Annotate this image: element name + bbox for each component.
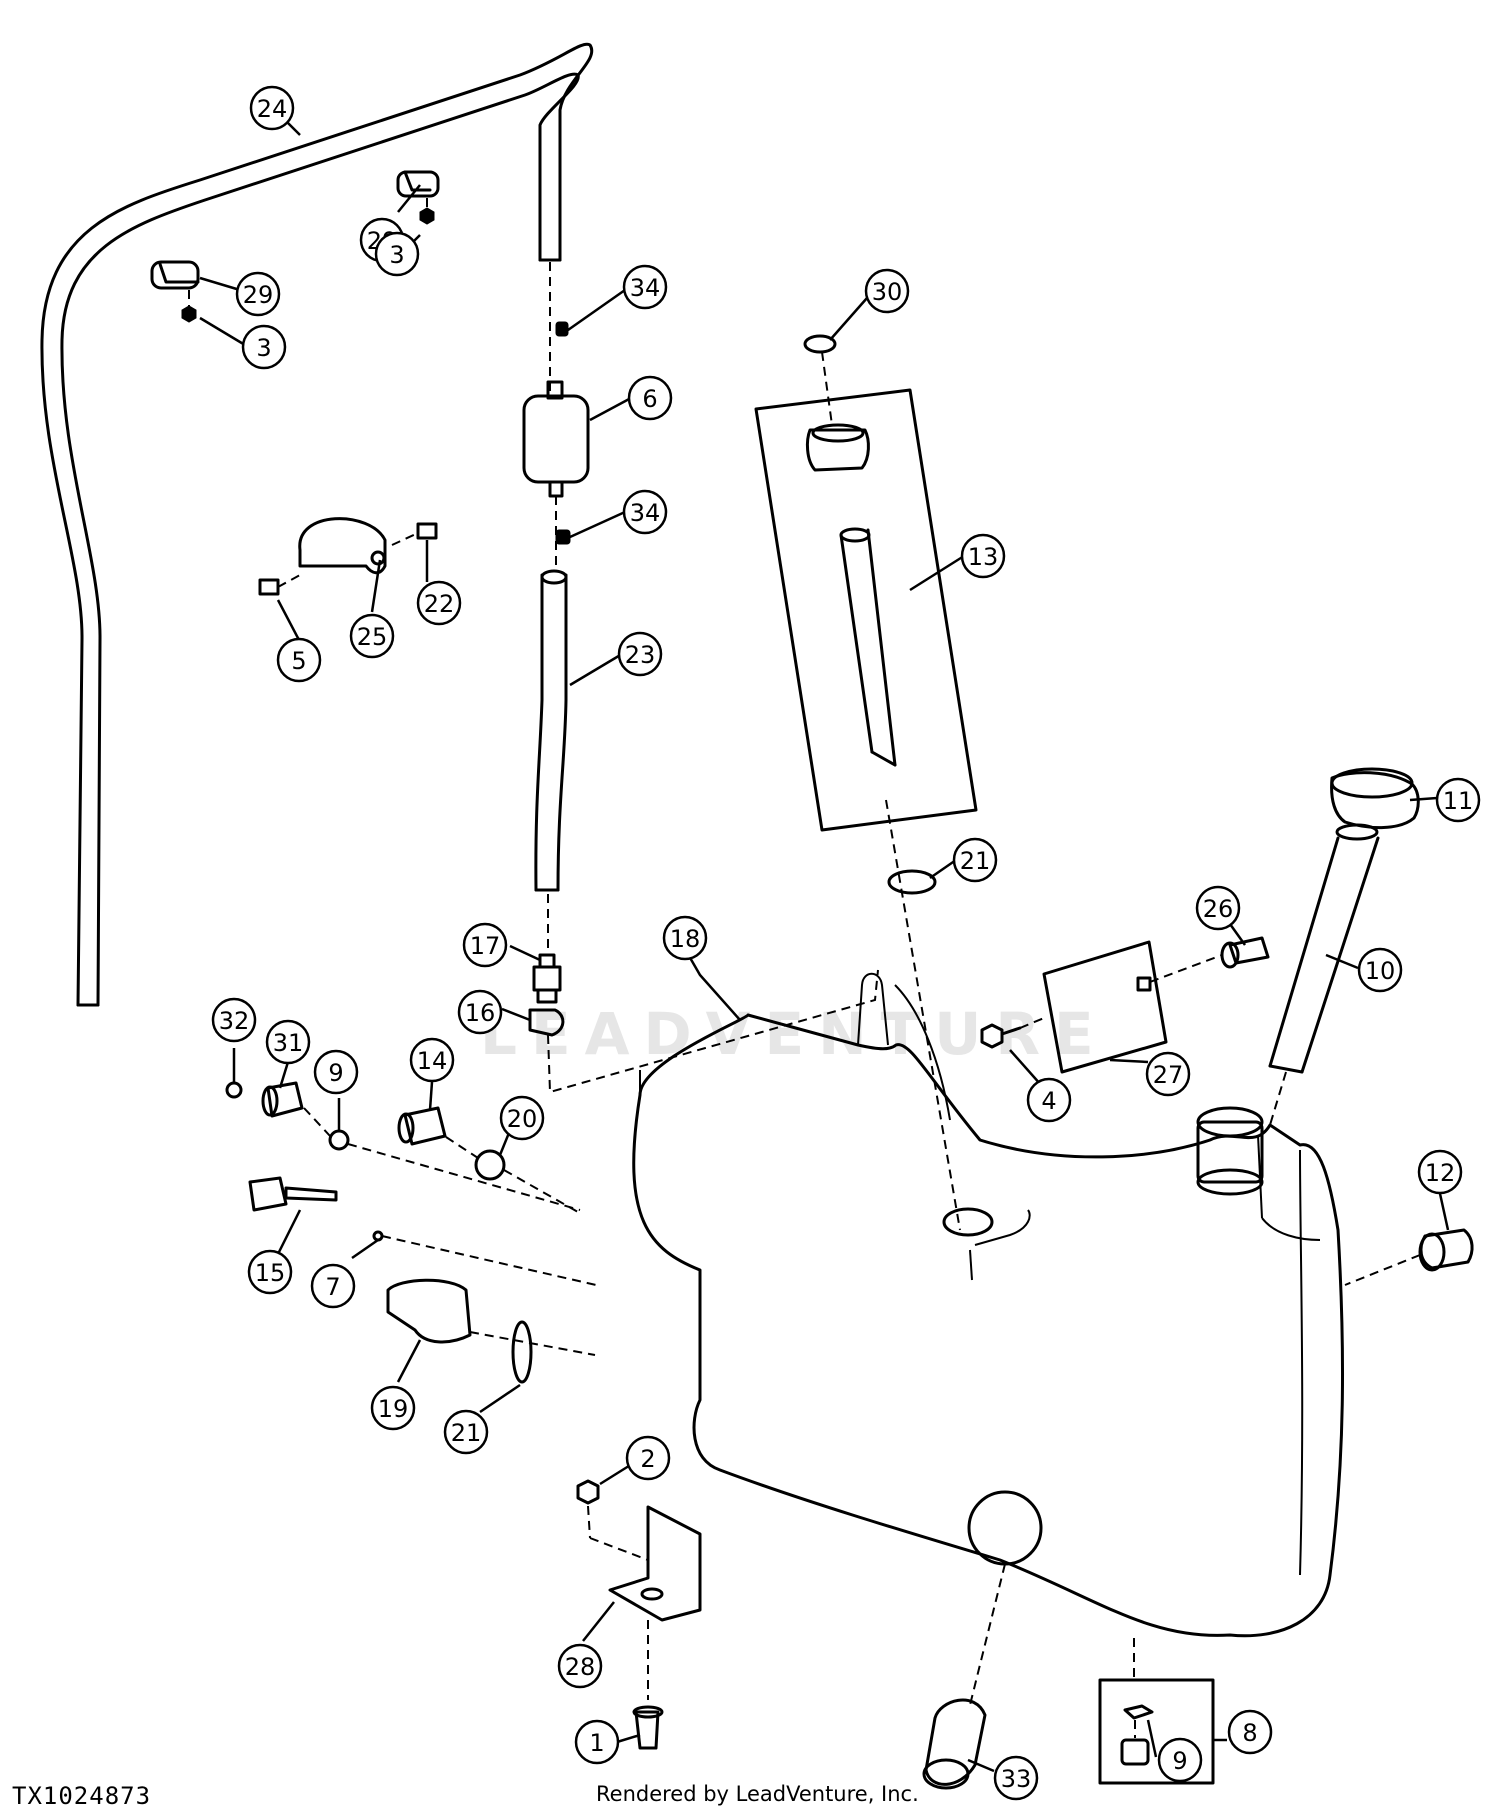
svg-text:5: 5: [291, 647, 306, 675]
svg-text:27: 27: [1153, 1061, 1184, 1089]
callout-3-upper: 3: [374, 231, 420, 277]
figure-id: TX1024873: [12, 1782, 152, 1810]
clamp-29-lower-part: [150, 260, 200, 323]
svg-text:17: 17: [470, 932, 501, 960]
fuel-tank-18-part: [632, 972, 1345, 1638]
bottom-parts: [576, 1479, 1215, 1790]
svg-text:30: 30: [872, 278, 903, 306]
svg-text:21: 21: [451, 1419, 482, 1447]
svg-text:15: 15: [255, 1259, 286, 1287]
callout-23: 23: [617, 631, 663, 677]
svg-text:18: 18: [670, 925, 701, 953]
callout-7: 7: [310, 1263, 356, 1309]
callout-14: 14: [409, 1037, 455, 1083]
callout-30: 30: [864, 268, 910, 314]
fittings-17-16: [528, 894, 565, 1037]
pickup-assembly-13-part: [754, 334, 994, 1237]
svg-text:32: 32: [219, 1007, 250, 1035]
callout-10: 10: [1357, 947, 1403, 993]
svg-text:6: 6: [642, 385, 657, 413]
svg-text:26: 26: [1203, 895, 1234, 923]
svg-text:24: 24: [257, 95, 288, 123]
svg-text:33: 33: [1001, 1765, 1032, 1793]
svg-text:10: 10: [1365, 957, 1396, 985]
svg-text:12: 12: [1425, 1159, 1456, 1187]
watermark: LEADVENTURE: [480, 1000, 1108, 1068]
callout-9-left: 9: [313, 1049, 359, 1095]
filler-group: [1268, 767, 1420, 1126]
plate-group: [980, 936, 1270, 1074]
svg-text:22: 22: [424, 590, 455, 618]
callout-3-lower: 3: [241, 324, 287, 370]
clamp-29-upper-part: [396, 170, 440, 225]
render-credit: Rendered by LeadVenture, Inc.: [596, 1782, 919, 1806]
svg-text:29: 29: [243, 281, 274, 309]
callout-5: 5: [276, 637, 322, 683]
left-fittings: [225, 1081, 597, 1384]
callout-13: 13: [960, 533, 1006, 579]
callout-9-right: 9: [1157, 1737, 1203, 1783]
svg-text:3: 3: [256, 334, 271, 362]
svg-text:23: 23: [625, 641, 656, 669]
callout-20: 20: [499, 1095, 545, 1141]
svg-text:11: 11: [1443, 787, 1474, 815]
callout-26: 26: [1195, 885, 1241, 931]
callout-29-lower: 29: [235, 271, 281, 317]
svg-text:1: 1: [589, 1729, 604, 1757]
svg-text:16: 16: [465, 999, 496, 1027]
callout-6: 6: [627, 375, 673, 421]
callout-19: 19: [370, 1385, 416, 1431]
svg-text:9: 9: [1172, 1747, 1187, 1775]
callout-18: 18: [662, 915, 708, 961]
callout-32: 32: [211, 997, 257, 1043]
callout-31: 31: [265, 1019, 311, 1065]
svg-text:9: 9: [328, 1059, 343, 1087]
callout-24: 24: [249, 85, 295, 131]
fuel-line-24-part: [40, 42, 594, 1007]
callout-8: 8: [1227, 1709, 1273, 1755]
svg-text:3: 3: [389, 241, 404, 269]
callout-34-upper: 34: [622, 264, 668, 310]
svg-text:28: 28: [565, 1653, 596, 1681]
callout-17: 17: [462, 922, 508, 968]
callout-33: 33: [993, 1755, 1039, 1801]
svg-text:4: 4: [1041, 1087, 1056, 1115]
callout-2: 2: [625, 1435, 671, 1481]
callout-21-upper: 21: [952, 837, 998, 883]
strap-group: [258, 517, 438, 596]
callout-34-lower: 34: [622, 489, 668, 535]
callout-21-lower: 21: [443, 1409, 489, 1455]
callout-11: 11: [1435, 777, 1481, 823]
svg-text:20: 20: [507, 1105, 538, 1133]
callout-25: 25: [349, 613, 395, 659]
svg-text:8: 8: [1242, 1719, 1257, 1747]
callout-16: 16: [457, 989, 503, 1035]
svg-text:21: 21: [960, 847, 991, 875]
svg-text:34: 34: [630, 274, 661, 302]
svg-text:14: 14: [417, 1047, 448, 1075]
plug-12-part: [1344, 1228, 1474, 1286]
callout-27: 27: [1145, 1051, 1191, 1097]
svg-text:2: 2: [640, 1445, 655, 1473]
svg-text:7: 7: [325, 1273, 340, 1301]
callout-1: 1: [574, 1719, 620, 1765]
callout-15: 15: [247, 1249, 293, 1295]
svg-text:34: 34: [630, 499, 661, 527]
callout-12: 12: [1417, 1149, 1463, 1195]
callout-4: 4: [1026, 1077, 1072, 1123]
callout-22: 22: [416, 580, 462, 626]
svg-text:19: 19: [378, 1395, 409, 1423]
svg-text:13: 13: [968, 543, 999, 571]
fuel-filter-group: [522, 262, 590, 892]
callout-28: 28: [557, 1643, 603, 1689]
svg-text:31: 31: [273, 1029, 304, 1057]
svg-text:25: 25: [357, 623, 388, 651]
